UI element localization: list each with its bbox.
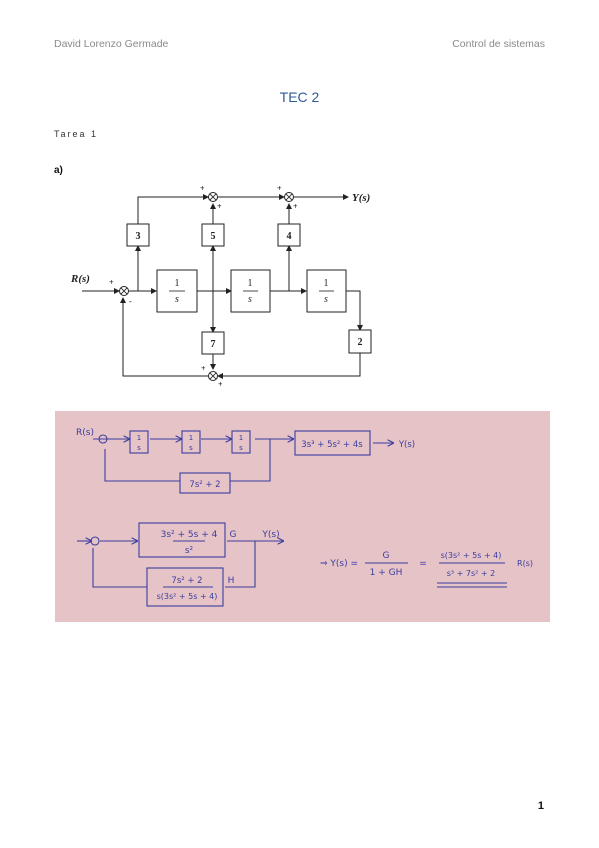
hw-result-r: R(s)	[517, 559, 533, 568]
sum4-plus-right: +	[218, 380, 223, 389]
hw-block2-num: 1	[189, 434, 193, 442]
hw-block2-den: s	[189, 444, 193, 452]
hw-block1-den: s	[137, 444, 141, 452]
hw-result-eq: =	[419, 559, 427, 569]
document-title: TEC 2	[279, 89, 320, 105]
hw-y-label: Y(s)	[398, 440, 415, 450]
hw-h-den: s(3s² + 5s + 4)	[157, 592, 218, 601]
gain-5: 5	[211, 231, 216, 242]
integrator3-num: 1	[324, 278, 329, 289]
input-label: R(s)	[70, 273, 90, 285]
integrator1-den: s	[175, 294, 179, 305]
hw-g-tag: G	[230, 530, 237, 540]
hw-block1-num: 1	[137, 434, 141, 442]
header-author: David Lorenzo Germade	[54, 38, 169, 50]
hw-y2-label: Y(s)	[261, 530, 279, 540]
gain-2: 2	[358, 337, 363, 348]
hw-h-tag: H	[228, 576, 235, 586]
part-label: a)	[54, 165, 63, 176]
integrator2-num: 1	[248, 278, 253, 289]
hw-result-den: s³ + 7s² + 2	[447, 569, 496, 578]
hw-h-num: 7s² + 2	[171, 576, 202, 586]
hw-block3-num: 1	[239, 434, 243, 442]
handwritten-photo: R(s) 1 s 1 s 1 s 3s³ + 5s² + 4s Y(s) 7s²…	[55, 411, 550, 622]
gain-4: 4	[287, 231, 292, 242]
gain-7: 7	[211, 339, 216, 350]
hw-g-num: 3s² + 5s + 4	[161, 530, 218, 540]
sum2-plus-bottom: +	[217, 202, 222, 211]
hw-ff-block: 3s³ + 5s² + 4s	[301, 440, 363, 450]
sum4-plus-top: +	[201, 364, 206, 373]
hw-g-den: s²	[185, 546, 194, 556]
handwritten-solution: R(s) 1 s 1 s 1 s 3s³ + 5s² + 4s Y(s) 7s²…	[76, 428, 533, 607]
sum1-plus: +	[109, 278, 114, 287]
header-course: Control de sistemas	[452, 38, 545, 50]
hw-result-frac-num: G	[383, 551, 390, 561]
output-label: Y(s)	[352, 192, 370, 204]
page-number: 1	[537, 800, 544, 812]
sum3-plus-left: +	[277, 184, 282, 193]
sum3-plus-bottom: +	[293, 202, 298, 211]
gain-3: 3	[136, 231, 141, 242]
task-label: Tarea 1	[54, 129, 99, 139]
integrator2-den: s	[248, 294, 252, 305]
integrator1-num: 1	[175, 278, 180, 289]
hw-fb-block: 7s² + 2	[189, 480, 220, 490]
integrator3-den: s	[324, 294, 328, 305]
hw-result-lhs: ⇒ Y(s) =	[320, 559, 358, 569]
hw-result-num: s(3s² + 5s + 4)	[441, 551, 502, 560]
block-diagram: 1 s 1 s 1 s 3 5 4 7 2 R(s) Y(s) + - + + …	[70, 184, 372, 389]
hw-result-frac-den: 1 + GH	[370, 568, 403, 578]
hw-block3-den: s	[239, 444, 243, 452]
sum2-plus-left: +	[200, 184, 205, 193]
hw-r-label: R(s)	[76, 428, 94, 438]
sum1-minus: -	[129, 297, 132, 306]
